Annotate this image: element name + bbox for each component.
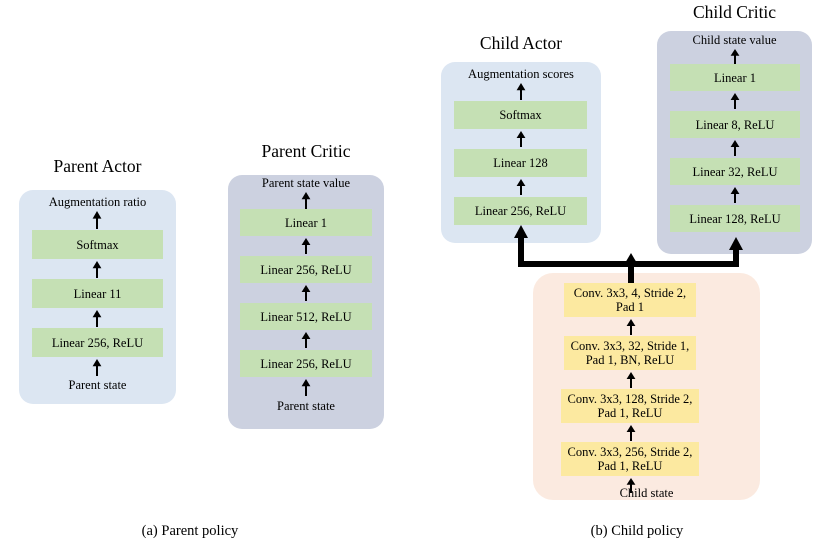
parent-actor-layer-1: Linear 11 xyxy=(32,279,163,308)
parent-critic-layer-2: Linear 512, ReLU xyxy=(240,303,372,330)
arrow-parent-actor-2 xyxy=(91,310,103,327)
arrow-child-encoder-2 xyxy=(625,372,637,388)
child-critic-layer-3: Linear 128, ReLU xyxy=(670,205,800,232)
child-actor-layer-2: Linear 256, ReLU xyxy=(454,197,587,225)
child-critic-layer-2: Linear 32, ReLU xyxy=(670,158,800,185)
arrow-child-encoder-3 xyxy=(625,425,637,441)
arrow-child-critic-2 xyxy=(729,140,741,156)
child-encoder-layer-1: Conv. 3x3, 32, Stride 1, Pad 1, BN, ReLU xyxy=(564,336,696,370)
arrow-child-actor-out xyxy=(515,83,527,100)
child-actor-title: Child Actor xyxy=(479,33,563,53)
arrow-child-critic-1 xyxy=(729,93,741,109)
arrow-parent-critic-out xyxy=(300,192,312,209)
parent-critic-output-label: Parent state value xyxy=(261,176,351,190)
child-encoder-layer-0: Conv. 3x3, 4, Stride 2, Pad 1 xyxy=(564,283,696,317)
arrow-child-critic-3 xyxy=(729,187,741,203)
parent-critic-title: Parent Critic xyxy=(261,141,351,161)
parent-actor-input-label: Parent state xyxy=(68,378,127,392)
parent-critic-layer-3: Linear 256, ReLU xyxy=(240,350,372,377)
arrow-parent-critic-3 xyxy=(300,332,312,348)
parent-actor-title: Parent Actor xyxy=(53,156,142,176)
child-critic-title: Child Critic xyxy=(692,2,777,22)
child-critic-layer-1: Linear 8, ReLU xyxy=(670,111,800,138)
child-critic-output-label: Child state value xyxy=(692,33,777,47)
arrow-parent-actor-in xyxy=(91,359,103,376)
parent-actor-layer-0: Softmax xyxy=(32,230,163,259)
arrow-parent-critic-2 xyxy=(300,285,312,301)
child-encoder-layer-3: Conv. 3x3, 256, Stride 2, Pad 1, ReLU xyxy=(561,442,699,476)
caption-parent-policy: (a) Parent policy xyxy=(141,523,239,539)
child-actor-layer-0: Softmax xyxy=(454,101,587,129)
arrow-child-encoder-in xyxy=(625,478,637,493)
parent-critic-layer-0: Linear 1 xyxy=(240,209,372,236)
arrow-child-critic-out xyxy=(729,49,741,64)
arrow-child-actor-2 xyxy=(515,179,527,195)
parent-critic-layer-1: Linear 256, ReLU xyxy=(240,256,372,283)
parent-actor-layer-2: Linear 256, ReLU xyxy=(32,328,163,357)
child-actor-output-label: Augmentation scores xyxy=(468,67,574,81)
arrow-parent-critic-1 xyxy=(300,238,312,254)
arrow-parent-actor-out xyxy=(91,211,103,229)
arrow-parent-critic-in xyxy=(300,379,312,396)
arrow-parent-actor-1 xyxy=(91,261,103,278)
parent-critic-input-label: Parent state xyxy=(277,399,335,413)
child-critic-layer-0: Linear 1 xyxy=(670,64,800,91)
arrow-child-actor-1 xyxy=(515,131,527,147)
child-actor-layer-1: Linear 128 xyxy=(454,149,587,177)
parent-actor-output-label: Augmentation ratio xyxy=(48,195,147,209)
caption-child-policy: (b) Child policy xyxy=(590,523,684,539)
child-encoder-input-label: Child state xyxy=(619,486,674,500)
arrow-child-encoder-1 xyxy=(625,319,637,335)
child-encoder-layer-2: Conv. 3x3, 128, Stride 2, Pad 1, ReLU xyxy=(561,389,699,423)
